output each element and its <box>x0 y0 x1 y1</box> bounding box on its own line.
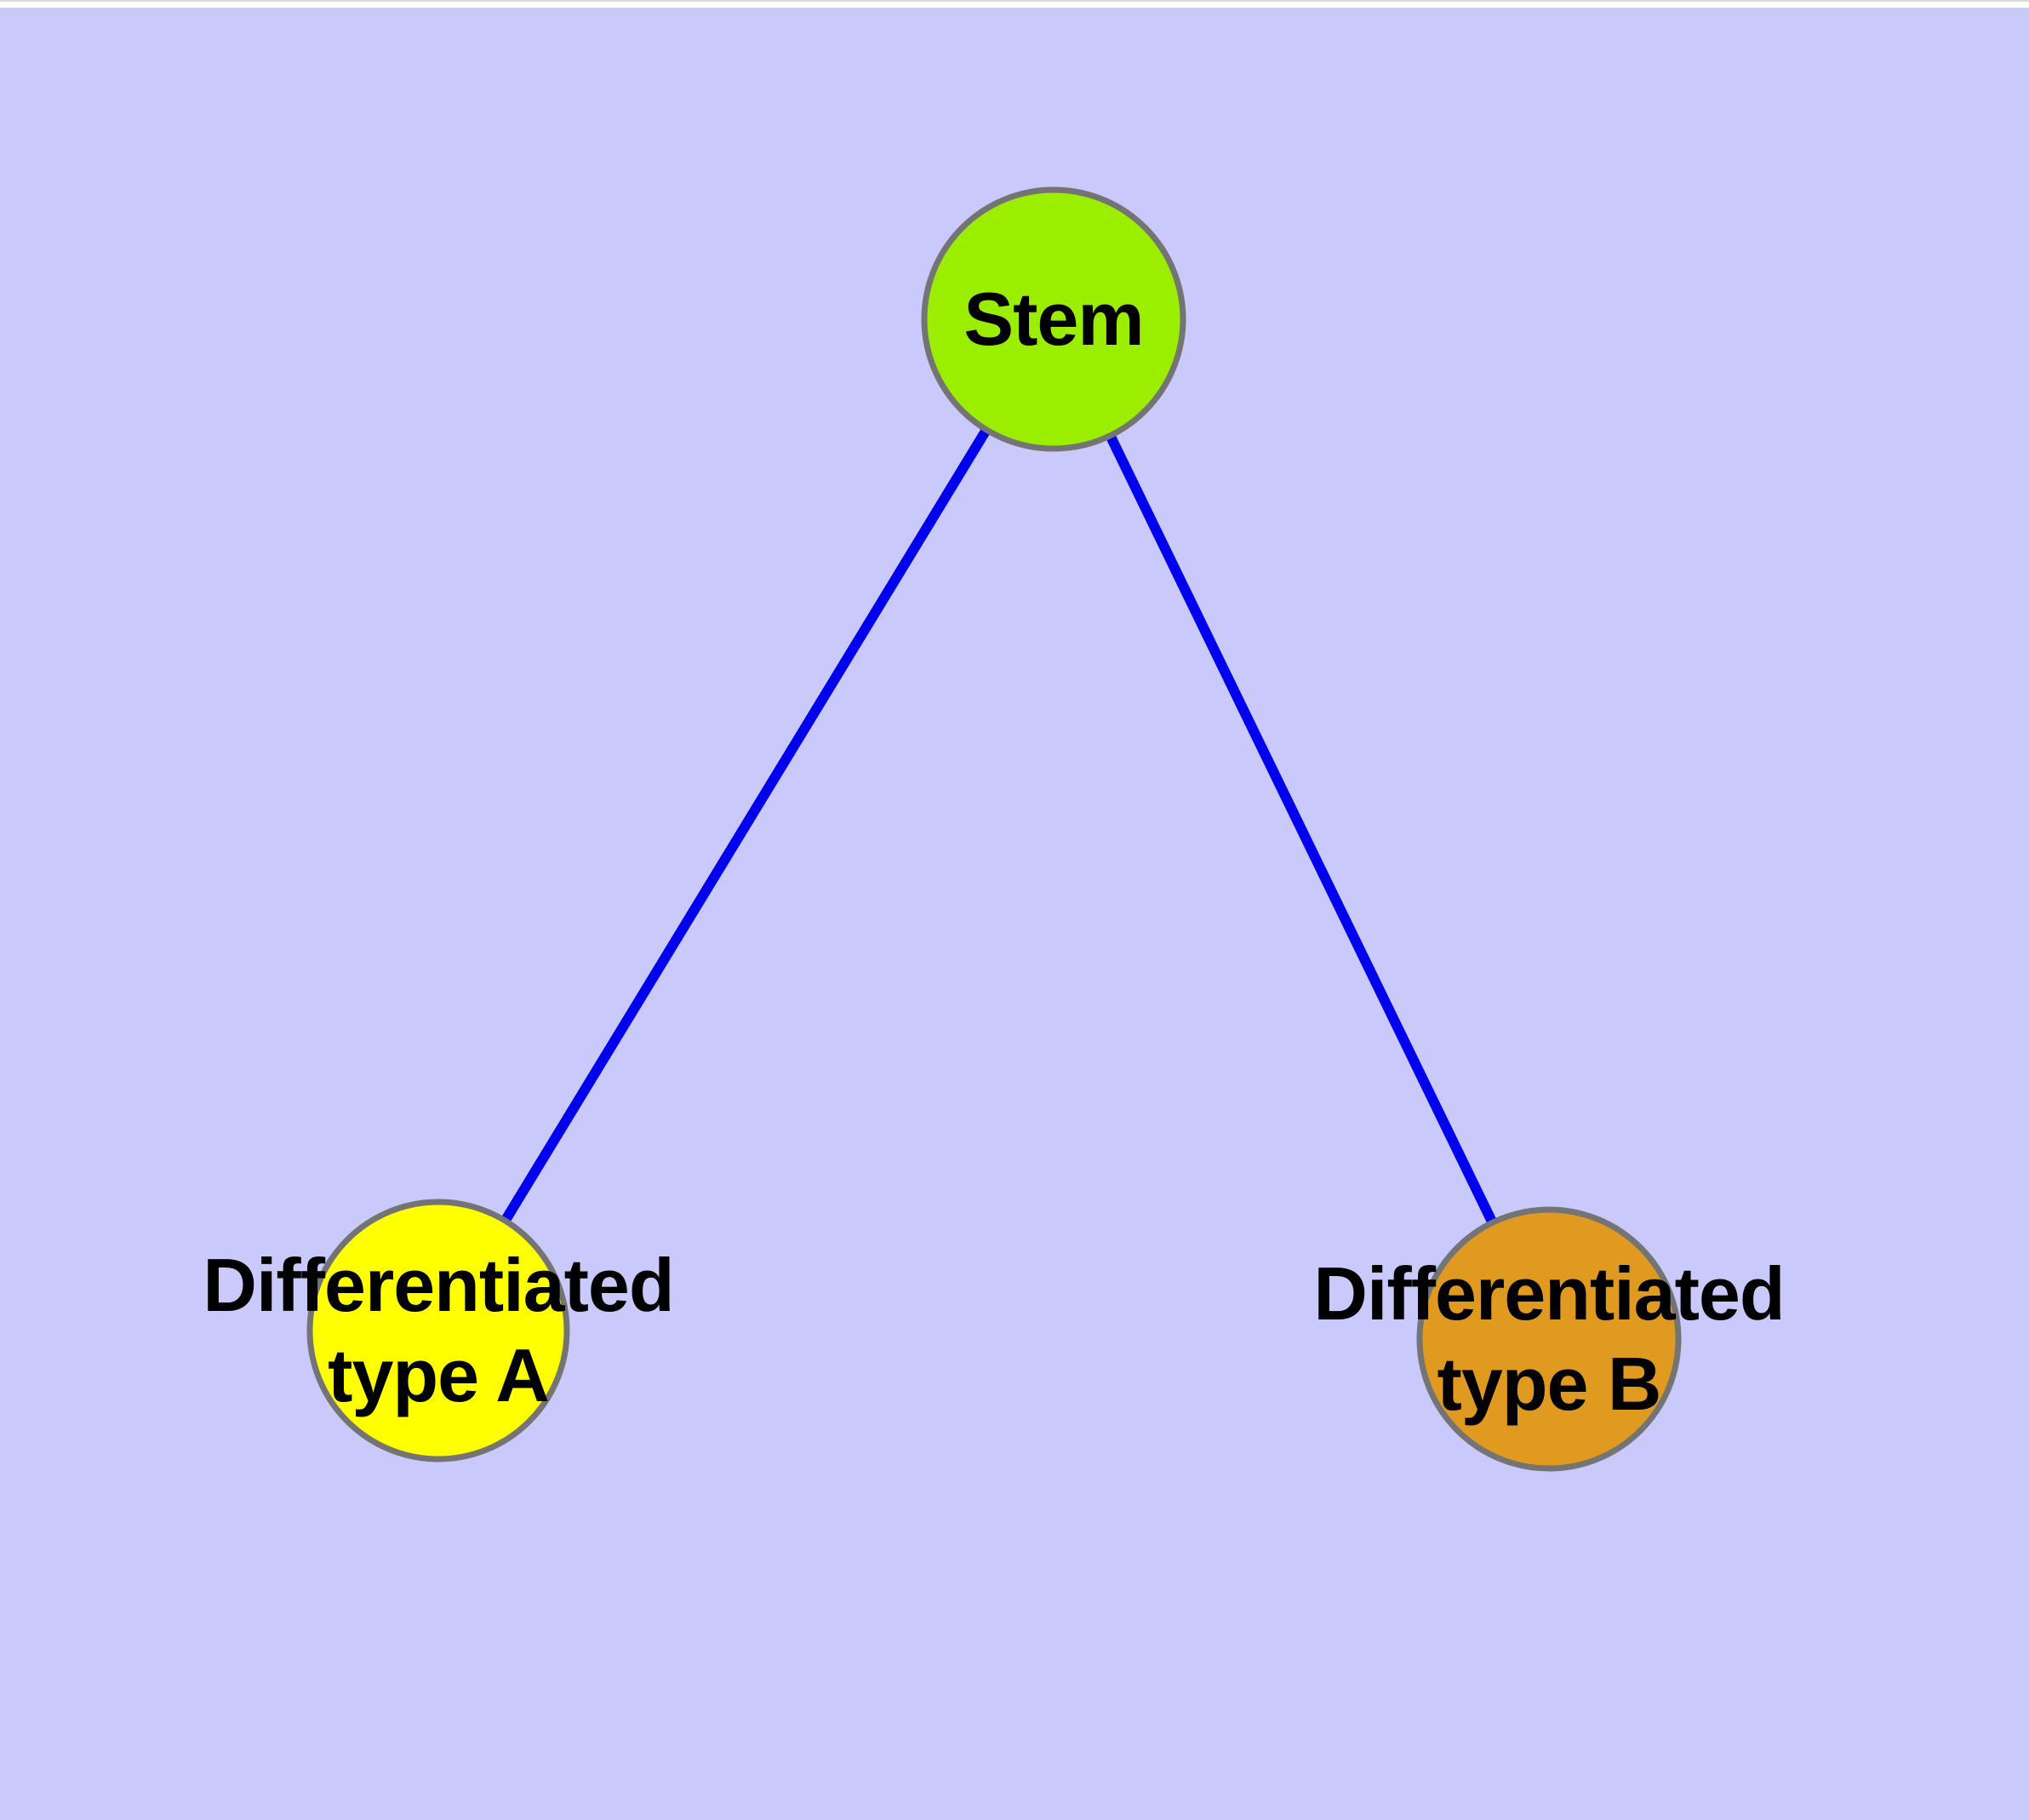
edge-stem-to-type-a <box>433 316 1059 1334</box>
node-type-b-label: Differentiated type B <box>1166 1249 1932 1429</box>
edge-stem-to-type-b <box>1049 317 1554 1342</box>
node-type-b-label-line1: Differentiated <box>1313 1251 1785 1336</box>
node-type-a-label-line1: Differentiated <box>203 1243 674 1327</box>
node-type-a-circle <box>306 1199 570 1462</box>
node-stem-circle <box>921 186 1186 452</box>
node-type-a-label-line2: type A <box>328 1333 550 1417</box>
node-stem-label: Stem <box>713 274 1394 364</box>
top-margin <box>0 0 2029 8</box>
node-type-b-circle <box>1416 1206 1682 1472</box>
node-type-a-label: Differentiated type A <box>55 1240 821 1421</box>
node-type-b-label-line2: type B <box>1437 1342 1662 1426</box>
node-stem-label-text: Stem <box>963 277 1144 361</box>
